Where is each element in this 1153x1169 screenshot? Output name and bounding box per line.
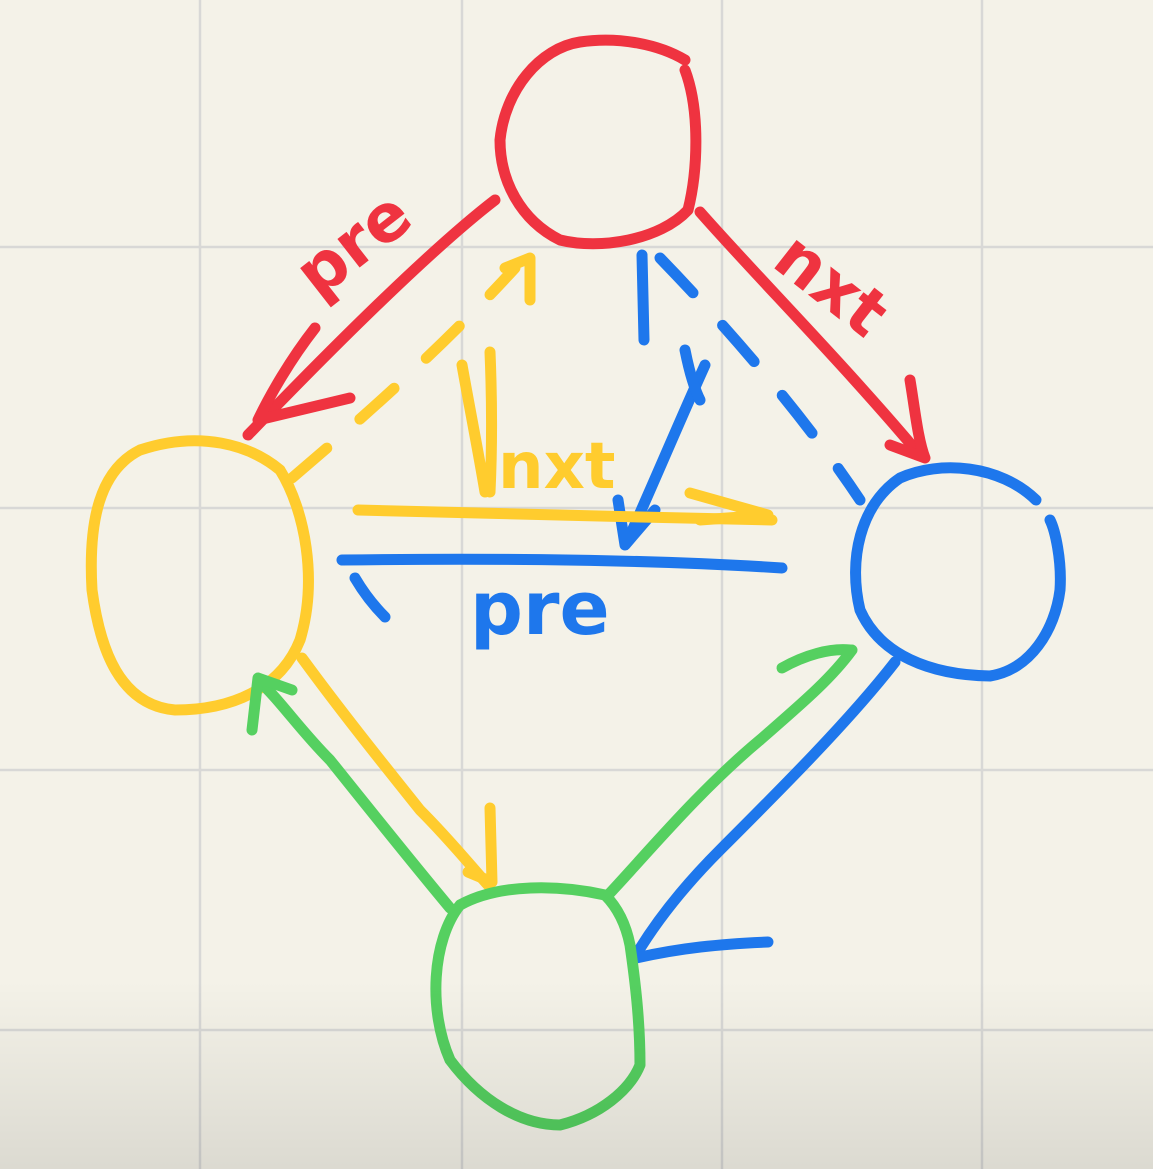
blue-node xyxy=(850,462,1066,682)
red-nxt-edge xyxy=(694,206,926,461)
yellow-edge-arrowhead xyxy=(684,487,774,526)
yellow-dashed-arrowhead xyxy=(499,252,536,306)
yellow-node xyxy=(85,435,314,716)
blue-edge-to-green xyxy=(630,656,901,961)
yellow-nxt-label: nxt xyxy=(498,430,615,504)
red-node xyxy=(494,34,702,250)
blue-to-green-arrowhead xyxy=(630,936,774,964)
blue-dashed-stub xyxy=(636,249,650,346)
red-group: pre nxt xyxy=(242,34,931,464)
blue-group xyxy=(630,462,1066,964)
green-edge-to-blue xyxy=(604,644,858,899)
yellow-to-green-arrowhead xyxy=(462,802,498,888)
yellow-edge-to-green xyxy=(296,652,494,891)
green-to-blue-arrowhead xyxy=(776,644,856,674)
yellow-dashed-edge-to-red xyxy=(286,262,521,484)
green-to-yellow-arrowhead xyxy=(246,672,298,736)
yellow-group: nxt xyxy=(85,252,778,891)
red-pre-edge xyxy=(242,194,501,441)
green-edge-to-yellow xyxy=(252,674,456,914)
blue-pre-edge xyxy=(336,553,788,574)
blue-pre-group: pre xyxy=(336,553,788,652)
red-pre-label: pre xyxy=(280,175,426,312)
blue-pre-arrowhead xyxy=(349,572,391,623)
blue-dashed-edge-red-to-blue xyxy=(654,252,866,506)
yellow-nxt-bold-arrow xyxy=(456,346,497,498)
red-nxt-arrowhead xyxy=(884,374,931,464)
bottom-shadow xyxy=(0,980,1153,1169)
red-nxt-label: nxt xyxy=(760,217,903,352)
red-pre-arrowhead xyxy=(252,322,356,426)
green-group xyxy=(246,644,858,1131)
blue-pre-label: pre xyxy=(470,566,610,652)
